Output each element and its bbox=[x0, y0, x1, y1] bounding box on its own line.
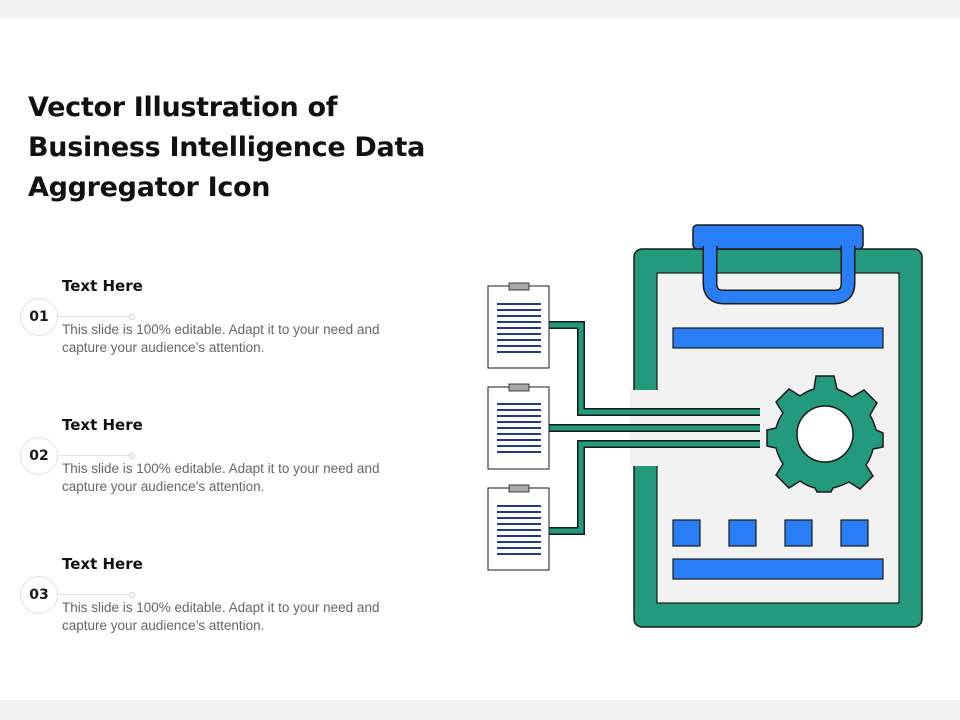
item-heading: Text Here bbox=[62, 416, 143, 434]
item-number-badge: 03 bbox=[20, 576, 58, 614]
item-description: This slide is 100% editable. Adapt it to… bbox=[62, 322, 380, 355]
item-heading: Text Here bbox=[62, 277, 143, 295]
document-icon-3 bbox=[487, 484, 550, 571]
list-item-2: 02 Text Here This slide is 100% editable… bbox=[20, 416, 420, 519]
connector-line bbox=[57, 453, 135, 459]
connector-line bbox=[57, 592, 135, 598]
item-description: This slide is 100% editable. Adapt it to… bbox=[62, 461, 380, 494]
item-number-badge: 02 bbox=[20, 437, 58, 475]
document-icon-1 bbox=[487, 282, 550, 369]
chart-bar-top bbox=[672, 327, 884, 349]
connector-line bbox=[57, 314, 135, 320]
clipboard-gear-aggregator-icon bbox=[487, 224, 923, 628]
item-number-badge: 01 bbox=[20, 298, 58, 336]
list-item-3: 03 Text Here This slide is 100% editable… bbox=[20, 555, 420, 658]
item-heading: Text Here bbox=[62, 555, 143, 573]
gear-icon bbox=[766, 375, 884, 493]
document-icon-2 bbox=[487, 383, 550, 470]
slide: Vector Illustration of Business Intellig… bbox=[0, 18, 960, 700]
item-description: This slide is 100% editable. Adapt it to… bbox=[62, 600, 380, 633]
clipboard-clip-icon bbox=[692, 224, 864, 305]
chart-bar-bottom bbox=[672, 558, 884, 580]
slide-title: Vector Illustration of Business Intellig… bbox=[28, 92, 425, 203]
data-blocks bbox=[672, 519, 869, 547]
list-item-1: 01 Text Here This slide is 100% editable… bbox=[20, 277, 420, 380]
